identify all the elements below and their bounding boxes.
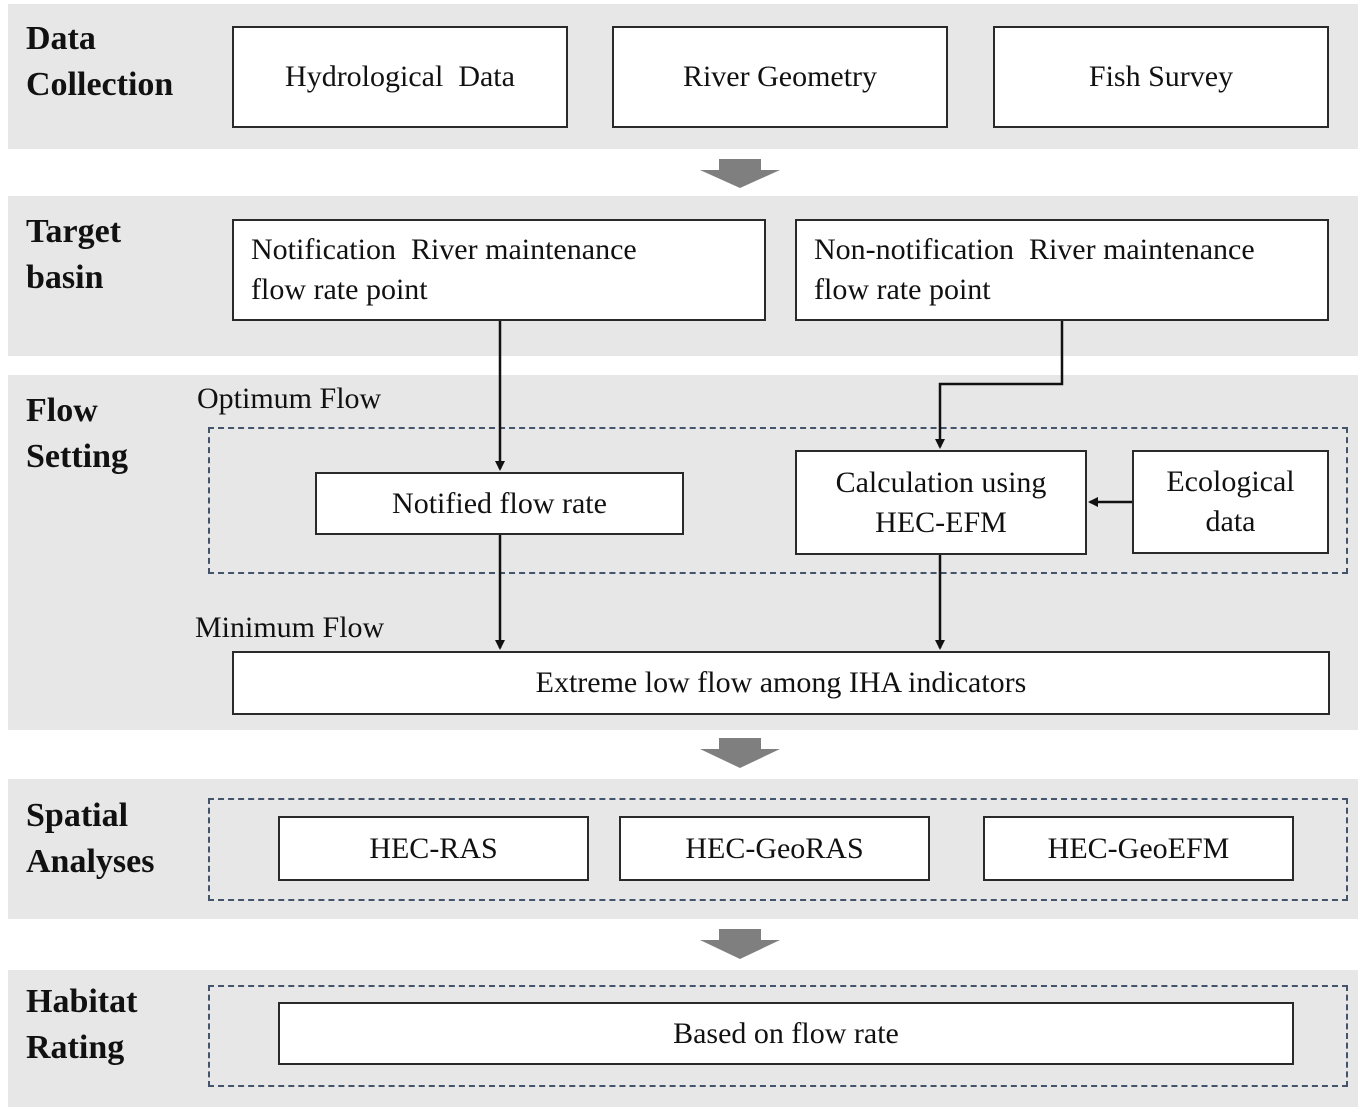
- stage-label-data-collection: Data Collection: [26, 20, 174, 103]
- spatial-analyses-dashed-region: [208, 798, 1348, 901]
- non-notification-point-box: Non-notification River maintenance flow …: [795, 219, 1329, 321]
- notification-point-box: Notification River maintenance flow rate…: [232, 219, 766, 321]
- hec-geoefm-box: HEC-GeoEFM: [983, 816, 1294, 881]
- hydrological-data-box: Hydrological Data: [232, 26, 568, 128]
- stage-label-flow-setting: Flow Setting: [26, 392, 128, 475]
- notified-flow-rate-box: Notified flow rate: [315, 472, 684, 535]
- non-notification-point-text: Non-notification River maintenance flow …: [814, 233, 1255, 306]
- notification-point-text: Notification River maintenance flow rate…: [251, 233, 637, 306]
- river-geometry-box: River Geometry: [612, 26, 948, 128]
- block-arrow-3: [700, 929, 780, 959]
- block-arrow-2: [700, 738, 780, 768]
- optimum-flow-label: Optimum Flow: [197, 382, 382, 415]
- minimum-flow-label: Minimum Flow: [195, 611, 385, 644]
- arrow-non-notification-to-calculation: [935, 321, 1064, 449]
- optimum-flow-dashed-region: [208, 427, 1348, 574]
- hec-ras-box: HEC-RAS: [278, 816, 589, 881]
- stage-label-target-basin: Target basin: [26, 213, 122, 296]
- fish-survey-box: Fish Survey: [993, 26, 1329, 128]
- ecological-data-box: Ecological data: [1132, 450, 1329, 554]
- based-on-flow-rate-box: Based on flow rate: [278, 1002, 1294, 1065]
- block-arrow-1: [700, 159, 780, 188]
- stage-label-habitat-rating: Habitat Rating: [26, 983, 138, 1066]
- stage-label-spatial-analyses: Spatial Analyses: [26, 797, 155, 880]
- habitat-rating-dashed-region: [208, 985, 1348, 1087]
- calculation-hec-efm-box: Calculation using HEC-EFM: [795, 450, 1087, 555]
- hec-georas-box: HEC-GeoRAS: [619, 816, 930, 881]
- extreme-low-flow-box: Extreme low flow among IHA indicators: [232, 651, 1330, 715]
